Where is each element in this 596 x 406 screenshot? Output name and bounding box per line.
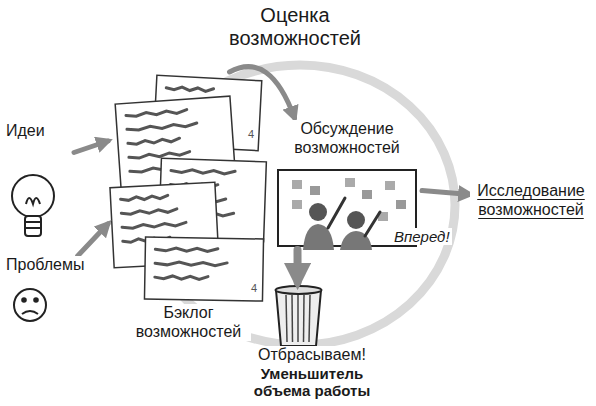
trash-can (276, 286, 322, 346)
card-number: 4 (247, 128, 255, 140)
text-group: Бэклог возможностей (126, 304, 251, 341)
sad-face (14, 289, 46, 321)
card-number: 4 (250, 282, 258, 294)
flow-arrow (74, 141, 108, 153)
text-group: Исследование возможностей (470, 182, 592, 219)
node-label: Отбрасываем! (256, 346, 368, 365)
problem-face: Проблемы (4, 256, 96, 336)
node-label: Исследование возможностей (470, 182, 592, 219)
flow-arrow (422, 191, 470, 195)
flow-arrow (78, 224, 108, 256)
discard-bin: Отбрасываем!Уменьшитель объема работы (232, 282, 392, 404)
node-label: Проблемы (4, 256, 86, 275)
node-label: Бэклог возможностей (126, 304, 251, 341)
flow-arrow (294, 250, 302, 282)
node-subtitle: Уменьшитель объема работы (247, 365, 377, 400)
people (303, 198, 380, 250)
text-group: Обсуждение возможностей (287, 120, 407, 157)
text-group: Проблемы (4, 256, 96, 275)
idea-bulb: Идеи (4, 122, 74, 244)
diagram-title: Оценка возможностей (215, 4, 375, 50)
node-label: Идеи (4, 122, 47, 141)
backlog-cards: Бэклог возможностей (108, 72, 270, 348)
flow-arrow (230, 67, 295, 118)
text-group: Отбрасываем!Уменьшитель объема работы (247, 346, 377, 400)
text-group: Идеи (4, 122, 74, 141)
node-label: Обсуждение возможностей (287, 120, 407, 157)
exploration-target: Исследование возможностей (470, 180, 594, 228)
light-bulb (12, 175, 54, 236)
edge-label: Вперед! (392, 228, 452, 245)
backlog-cards (110, 75, 266, 301)
